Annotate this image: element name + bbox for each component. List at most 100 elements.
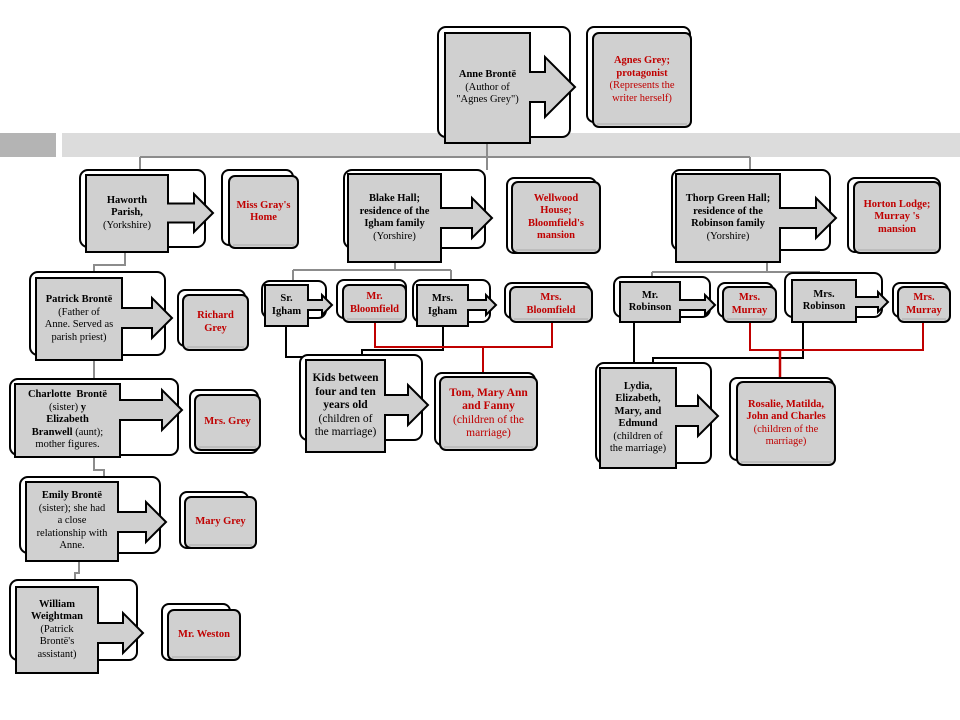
text-line: parish priest) (51, 332, 106, 345)
text-bold: Mr. Weston (178, 628, 230, 640)
text-bold: Sr. (280, 293, 293, 304)
text-bold: mansion (537, 230, 575, 241)
connector-igham-kids (361, 326, 444, 355)
text-line: the marriage) (610, 443, 666, 456)
text-line: (Patrick (40, 624, 73, 637)
emily-character-box (184, 496, 257, 549)
text-line: protagonist (616, 68, 667, 81)
text-bold: Anne Brontë (458, 69, 517, 81)
william-character-box (167, 609, 241, 661)
text-line: Home (250, 212, 277, 225)
text-line: (children of the (453, 414, 524, 428)
text-bold: House; (540, 205, 572, 216)
text-line: Tom, Mary Ann (449, 387, 528, 401)
text-bold: Robinson (628, 302, 672, 313)
haworth-character-box (228, 175, 299, 249)
text-line: "Agnes Grey") (456, 94, 519, 107)
text-bold: mansion (878, 223, 916, 235)
anne-person-label: Anne Brontë(Author of"Agnes Grey") (439, 33, 536, 143)
text-bold: Igham (427, 305, 458, 317)
text-line: Mary, and (615, 406, 662, 419)
text-line: Richard (197, 310, 234, 323)
text-line: marriage) (766, 436, 807, 449)
text-regular: the marriage) (609, 443, 667, 454)
connector-patrick (93, 252, 126, 272)
text-regular: Anne. (59, 540, 85, 552)
text-bold: Grey (204, 322, 227, 334)
text-bold: Mary Grey (195, 516, 246, 528)
text-line: relationship with (37, 528, 108, 541)
text-bold: protagonist (616, 67, 668, 79)
text-regular: the marriage) (314, 426, 377, 439)
header-band-accent (0, 133, 56, 157)
text-line: Mary Grey (195, 516, 245, 529)
text-regular: parish priest) (51, 331, 107, 343)
text-regular: (Patrick (40, 623, 74, 635)
text-line: Robinson family (691, 218, 765, 231)
charlotte-character-label: Mrs. Grey (195, 395, 260, 450)
text-bold: Weightman (31, 611, 83, 623)
connector-emily (93, 457, 105, 477)
text-line: mother figures. (35, 439, 99, 452)
text-bold: Charlotte Brontë (27, 389, 108, 401)
charlotte-arrow-shape (14, 383, 184, 458)
patrick-character-box (182, 294, 249, 351)
text-bold: residence of the (693, 205, 763, 217)
text-bold: Elizabeth, (615, 393, 661, 404)
text-line: residence of the (693, 206, 763, 219)
text-regular: (sister); she had (38, 502, 106, 514)
text-bold: Mrs. Grey (204, 416, 251, 428)
william-arrow-shape (15, 586, 145, 674)
text-line: Elizabeth, (615, 393, 660, 406)
text-bold: Agnes Grey; (613, 55, 671, 66)
text-bold: Igham family (364, 218, 425, 229)
charlotte-character-box (194, 394, 261, 451)
text-bold: Mrs. (813, 288, 835, 300)
text-line: Grey (204, 323, 227, 336)
text-line: a close (58, 515, 87, 528)
text-bold: Haworth (106, 194, 148, 206)
text-line: Parish, (111, 207, 143, 220)
text-line: Igham family (364, 218, 424, 231)
anne-character-box (592, 32, 692, 128)
text-bold: Robinson (802, 301, 846, 312)
text-line: Lydia, (624, 381, 652, 394)
text-line: Emily Brontë (42, 490, 102, 503)
text-line: mansion (537, 230, 575, 243)
text-line: John and Charles (746, 411, 825, 424)
text-regular: (Yorkshire) (103, 219, 151, 231)
text-bold: four and ten (315, 385, 376, 398)
text-line: Murray (732, 305, 768, 318)
text-line: Kids between (312, 372, 378, 386)
text-line: (sister) y (49, 402, 86, 415)
text-line: (Yorshire) (707, 231, 750, 244)
text-line: Miss Gray's (237, 200, 291, 213)
text-bold: Murray (731, 304, 768, 316)
emily-arrow-shape (25, 481, 168, 562)
haworth-arrow-shape (85, 174, 215, 253)
text-line: Thorp Green Hall; (686, 193, 770, 206)
text-line: Patrick Brontë (46, 294, 113, 307)
text-line: (children of (613, 431, 662, 444)
text-bold: Patrick Brontë (45, 294, 113, 305)
text-line: the marriage) (315, 426, 377, 440)
connector-william (74, 561, 80, 580)
text-regular: marriage) (466, 427, 511, 439)
text-regular: (aunt); (75, 426, 104, 438)
text-line: Mr. Weston (178, 629, 230, 642)
text-line: Blake Hall; (369, 193, 420, 206)
text-regular: (Represents the (609, 80, 675, 91)
text-line: marriage) (466, 427, 511, 441)
text-line: Agnes Grey; (614, 55, 670, 68)
text-regular: (Yorshire) (706, 230, 750, 242)
text-line: Elizabeth (46, 414, 89, 427)
text-bold: Robinson family (691, 218, 765, 229)
text-line: Charlotte Brontë (28, 389, 107, 402)
text-line: Murray (906, 305, 942, 318)
